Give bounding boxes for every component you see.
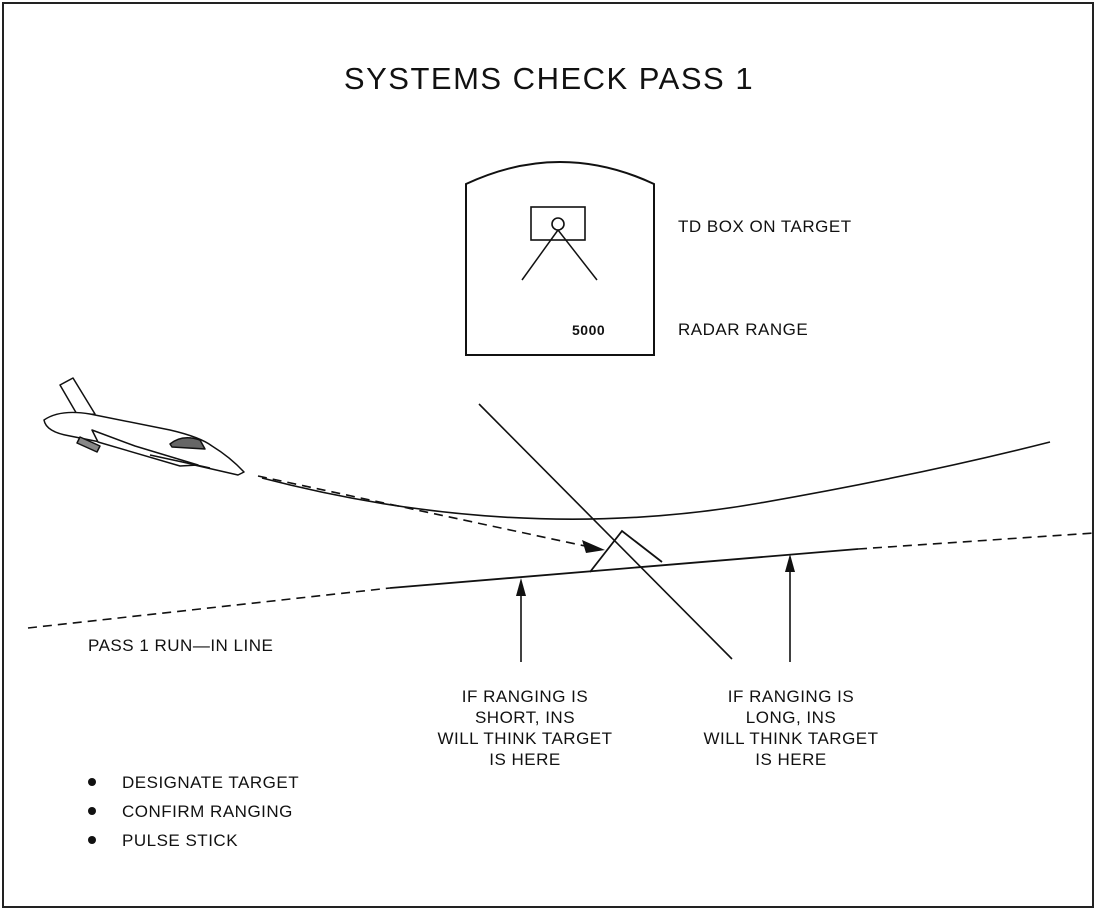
- td-box-label: TD BOX ON TARGET: [678, 217, 852, 236]
- target-icon: [551, 217, 565, 231]
- callout-long-line: LONG, INS: [745, 708, 837, 727]
- short-arrowhead: [516, 578, 526, 596]
- callout-long-ranging: IF RANGING IS LONG, INS WILL THINK TARGE…: [686, 686, 896, 770]
- callout-long-line: IS HERE: [755, 750, 827, 769]
- checklist-item-label: PULSE STICK: [122, 831, 239, 850]
- td-line-right: [557, 229, 598, 281]
- callout-long-line: WILL THINK TARGET: [703, 729, 879, 748]
- run-in-line-dashed-right: [857, 532, 1095, 550]
- checklist-item: CONFIRM RANGING: [88, 801, 299, 830]
- run-in-line-label: PASS 1 RUN—IN LINE: [88, 636, 274, 655]
- bullet-dot-icon: [88, 836, 96, 844]
- radar-range-label: RADAR RANGE: [678, 320, 809, 339]
- aim-arrowhead: [582, 540, 605, 553]
- bullet-dot-icon: [88, 807, 96, 815]
- callout-short-line: WILL THINK TARGET: [437, 729, 613, 748]
- flight-path-curve: [261, 441, 1051, 520]
- checklist-item: DESIGNATE TARGET: [88, 772, 299, 801]
- ranging-line: [478, 403, 733, 660]
- run-in-line-solid: [389, 548, 859, 589]
- callout-short-line: IS HERE: [489, 750, 561, 769]
- td-box: [530, 206, 586, 241]
- jet-aircraft-icon: [43, 377, 245, 476]
- checklist-item-label: CONFIRM RANGING: [122, 802, 293, 821]
- checklist: DESIGNATE TARGET CONFIRM RANGING PULSE S…: [88, 772, 299, 859]
- radar-range-value: 5000: [572, 322, 606, 338]
- aim-line: [257, 475, 586, 547]
- checklist-item-label: DESIGNATE TARGET: [122, 773, 300, 792]
- checklist-item: PULSE STICK: [88, 830, 299, 859]
- page-title: SYSTEMS CHECK PASS 1: [343, 61, 755, 96]
- bullet-dot-icon: [88, 778, 96, 786]
- run-in-line-dashed-left: [27, 587, 391, 629]
- callout-long-line: IF RANGING IS: [727, 687, 855, 706]
- callout-short-line: SHORT, INS: [474, 708, 576, 727]
- target-structure: [589, 529, 663, 573]
- callout-short-line: IF RANGING IS: [461, 687, 589, 706]
- td-line-left: [521, 229, 559, 281]
- callout-short-ranging: IF RANGING IS SHORT, INS WILL THINK TARG…: [420, 686, 630, 770]
- long-arrowhead: [785, 554, 795, 572]
- radar-display: [465, 161, 655, 356]
